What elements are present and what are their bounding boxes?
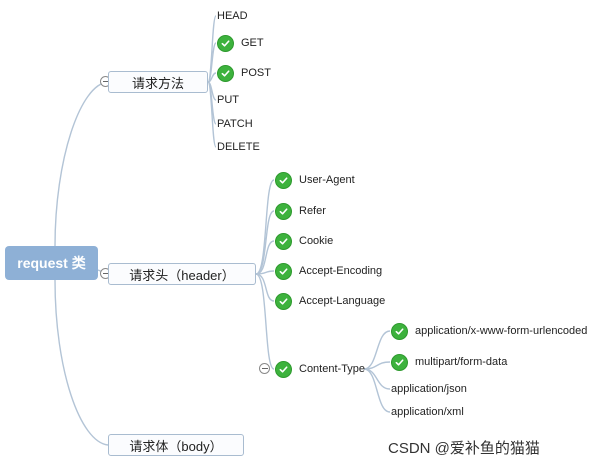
watermark: CSDN @爱补鱼的猫猫: [388, 440, 540, 457]
leaf-content-type-multipart[interactable]: multipart/form-data: [391, 353, 508, 371]
leaf-label: HEAD: [217, 10, 248, 22]
leaf-label: Cookie: [299, 235, 334, 247]
check-icon: [217, 64, 234, 82]
leaf-label: multipart/form-data: [415, 356, 508, 368]
leaf-header-accept-encoding[interactable]: Accept-Encoding: [275, 262, 383, 280]
leaf-method-put[interactable]: PUT: [217, 92, 239, 108]
leaf-header-user-agent[interactable]: User-Agent: [275, 171, 355, 189]
leaf-header-refer[interactable]: Refer: [275, 202, 326, 220]
leaf-method-delete[interactable]: DELETE: [217, 139, 260, 155]
branch-request-header[interactable]: 请求头（header）: [108, 263, 256, 285]
leaf-label: PATCH: [217, 118, 253, 130]
leaf-label: application/xml: [391, 406, 464, 418]
check-icon: [217, 34, 234, 52]
leaf-label: User-Agent: [299, 174, 355, 186]
branch-label: 请求方法: [131, 75, 184, 91]
branch-request-method[interactable]: 请求方法: [108, 71, 208, 93]
check-icon: [391, 353, 408, 371]
leaf-content-type-urlencoded[interactable]: application/x-www-form-urlencoded: [391, 322, 588, 340]
leaf-label: GET: [241, 37, 264, 49]
leaf-content-type-xml[interactable]: application/xml: [391, 404, 464, 420]
check-icon: [275, 232, 292, 250]
check-icon: [391, 322, 408, 340]
collapse-toggle-content-type[interactable]: [259, 363, 270, 374]
branch-label: 请求头（header）: [129, 267, 235, 283]
leaf-label: Content-Type: [299, 363, 366, 375]
leaf-method-patch[interactable]: PATCH: [217, 116, 253, 132]
leaf-label: application/json: [391, 383, 467, 395]
leaf-content-type-json[interactable]: application/json: [391, 381, 467, 397]
leaf-method-get[interactable]: GET: [217, 34, 264, 52]
leaf-label: PUT: [217, 94, 239, 106]
leaf-header-cookie[interactable]: Cookie: [275, 232, 334, 250]
leaf-header-accept-language[interactable]: Accept-Language: [275, 292, 386, 310]
leaf-method-post[interactable]: POST: [217, 64, 271, 82]
leaf-label: Refer: [299, 205, 326, 217]
root-label: request 类: [17, 255, 86, 271]
branch-label: 请求体（body）: [129, 438, 223, 454]
leaf-label: application/x-www-form-urlencoded: [415, 325, 588, 337]
check-icon: [275, 360, 292, 378]
leaf-label: DELETE: [217, 141, 260, 153]
leaf-label: POST: [241, 67, 271, 79]
leaf-method-head[interactable]: HEAD: [217, 8, 248, 24]
check-icon: [275, 202, 292, 220]
branch-request-body[interactable]: 请求体（body）: [108, 434, 244, 456]
leaf-label: Accept-Encoding: [299, 265, 383, 277]
root-node-request[interactable]: request 类: [5, 246, 98, 280]
leaf-label: Accept-Language: [299, 295, 386, 307]
check-icon: [275, 292, 292, 310]
check-icon: [275, 262, 292, 280]
check-icon: [275, 171, 292, 189]
leaf-header-content-type[interactable]: Content-Type: [275, 360, 366, 378]
